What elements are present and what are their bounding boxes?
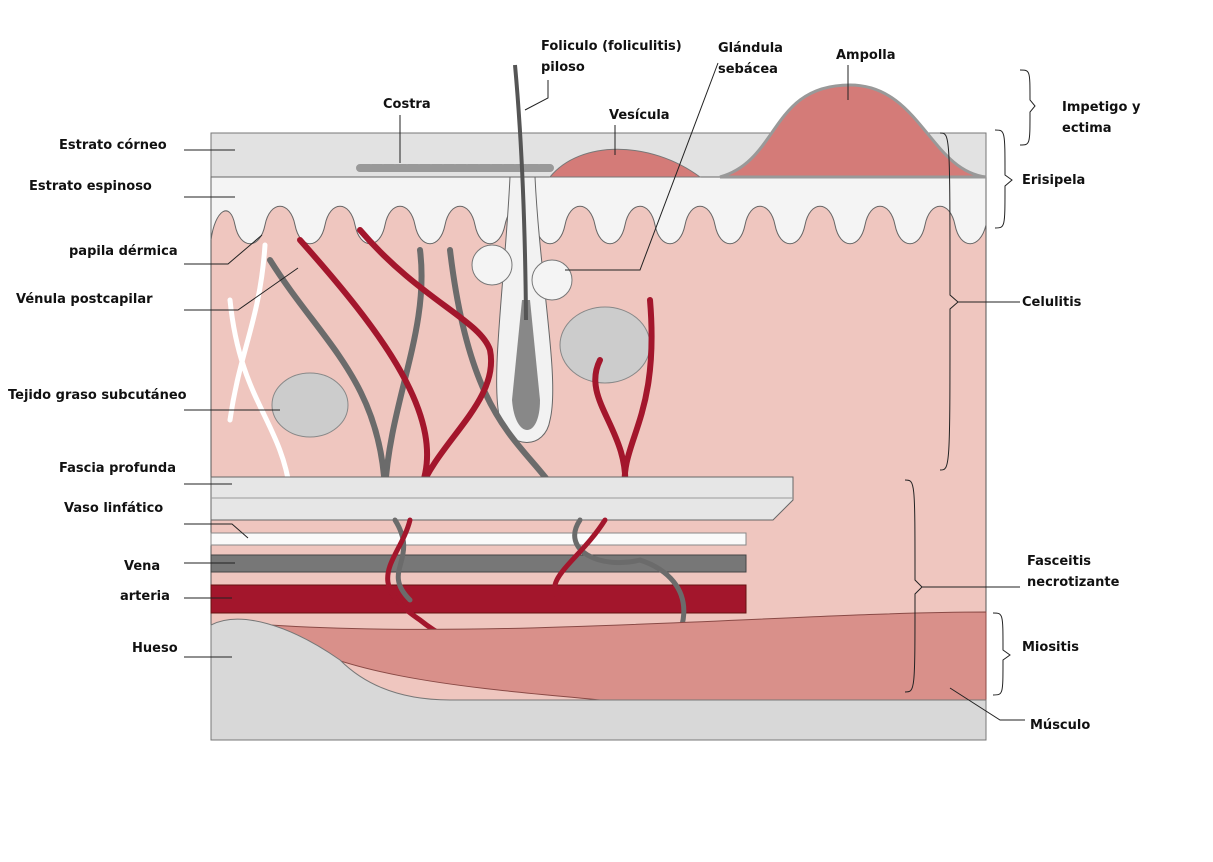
artery-main	[210, 584, 747, 614]
label-linfatico: Vaso linfático	[64, 501, 164, 516]
label-ectima: ectima	[1062, 121, 1112, 136]
label-musculo: Músculo	[1030, 718, 1091, 733]
lymph-vessel-main	[210, 532, 747, 546]
arteriole	[297, 227, 655, 493]
label-estrato-corneo: Estrato córneo	[59, 138, 167, 153]
label-ampolla: Ampolla	[836, 48, 896, 63]
bulla	[719, 83, 987, 179]
label-foliculo: Foliculo (foliculitis)	[541, 39, 682, 54]
stratum-spinosum	[210, 176, 987, 245]
bone	[210, 618, 987, 741]
label-erisipela: Erisipela	[1022, 173, 1086, 188]
hair-shaft	[513, 64, 528, 321]
label-vesicula: Vesícula	[609, 108, 670, 123]
vesicle	[548, 148, 702, 178]
label-necrotizante: necrotizante	[1027, 575, 1120, 590]
vein-main	[210, 554, 747, 573]
label-venula: Vénula postcapilar	[16, 292, 153, 307]
sebaceous-gland	[531, 259, 573, 301]
lymph-vessel	[227, 242, 293, 493]
sebaceous-gland	[471, 244, 513, 286]
fat-lobule	[271, 372, 349, 438]
label-sebacea: sebácea	[718, 62, 778, 77]
label-hueso: Hueso	[132, 641, 178, 656]
label-costra: Costra	[383, 97, 431, 112]
postcapillary-venule	[267, 247, 558, 493]
label-celulitis: Celulitis	[1022, 295, 1082, 310]
label-estrato-espinoso: Estrato espinoso	[29, 179, 152, 194]
fat-lobule	[559, 306, 651, 384]
label-fasceitis: Fasceitis	[1027, 554, 1092, 569]
label-glandula: Glándula	[718, 41, 783, 56]
bracket-miositis	[992, 612, 1011, 696]
bracket-impetigo	[1019, 69, 1036, 146]
label-arteria: arteria	[120, 589, 170, 604]
muscle	[268, 611, 987, 701]
label-vena: Vena	[124, 559, 161, 574]
label-papila: papila dérmica	[69, 244, 178, 259]
label-miositis: Miositis	[1022, 640, 1079, 655]
label-piloso: piloso	[541, 60, 585, 75]
label-fascia: Fascia profunda	[59, 461, 176, 476]
label-tejido-graso: Tejido graso subcutáneo	[8, 388, 187, 403]
hair-bulb	[512, 300, 540, 430]
bracket-erisipela	[994, 129, 1013, 229]
label-impetigo: Impetigo y	[1062, 100, 1141, 115]
